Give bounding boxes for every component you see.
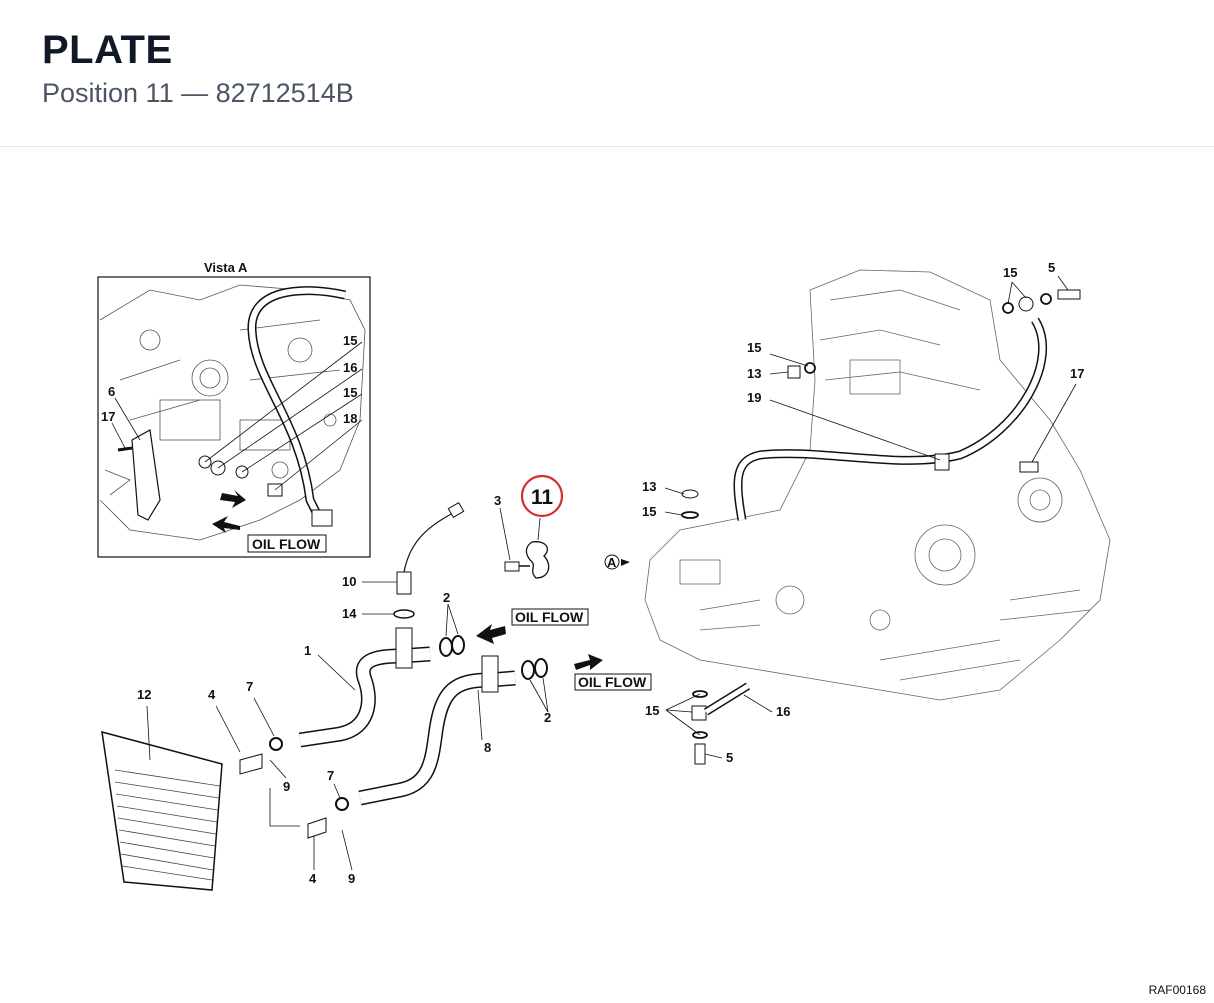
reference-code: RAF00168 (1148, 983, 1206, 997)
oil-flow-label-out: OIL FLOW (578, 674, 647, 690)
vista-callout-15b: 15 (343, 385, 357, 400)
view-marker-a: A (607, 555, 617, 570)
callout-9a: 9 (283, 779, 290, 794)
callout-9b: 9 (348, 871, 355, 886)
exploded-parts-diagram: Vista A OIL FLOW (97, 260, 1111, 891)
callout-5-low: 5 (726, 750, 733, 765)
highlight-number: 11 (531, 486, 554, 509)
vista-callout-17: 17 (101, 409, 115, 424)
callout-16: 16 (776, 704, 790, 719)
callout-14: 14 (342, 606, 357, 621)
sensor-part-10 (396, 571, 412, 595)
center-assembly: 10 14 2 1 8 2 (101, 501, 652, 891)
callout-5-top: 5 (1048, 260, 1055, 275)
callout-7b: 7 (327, 768, 334, 783)
vista-a-title: Vista A (204, 260, 248, 275)
screw-part-3 (504, 561, 520, 572)
callout-7a: 7 (246, 679, 253, 694)
highlighted-part-11: 11 3 (494, 474, 564, 579)
vista-flow-arrow-out (220, 490, 246, 508)
callout-1: 1 (304, 643, 311, 658)
vista-oil-flow-label: OIL FLOW (252, 536, 321, 552)
callout-2a: 2 (443, 590, 450, 605)
callout-15-top: 15 (1003, 265, 1017, 280)
callout-15-low: 15 (645, 703, 659, 718)
oil-flow-box-out (574, 673, 652, 691)
page-title: PLATE (42, 28, 173, 72)
plate-part (525, 541, 550, 579)
callout-19: 19 (747, 390, 761, 405)
oil-radiator-part-12 (101, 730, 223, 891)
oil-flow-label-in: OIL FLOW (515, 609, 584, 625)
flow-arrow-out (574, 654, 603, 670)
vista-callout-16: 16 (343, 360, 357, 375)
callout-10: 10 (342, 574, 356, 589)
callout-13-left: 13 (747, 366, 761, 381)
oil-flow-box-in (511, 608, 589, 626)
callout-12: 12 (137, 687, 151, 702)
callout-4a: 4 (208, 687, 216, 702)
flow-arrow-in (476, 624, 506, 644)
callout-17-right: 17 (1070, 366, 1084, 381)
callout-3: 3 (494, 493, 501, 508)
callout-15-left: 15 (747, 340, 761, 355)
vista-flow-arrow-in (212, 516, 240, 533)
vista-a-inset: Vista A OIL FLOW (97, 260, 371, 558)
hose-part-19 (733, 317, 1048, 521)
engine-assembly: A 15 5 15 13 19 17 13 15 15 16 5 (604, 260, 1111, 765)
vista-callout-18: 18 (343, 411, 357, 426)
page-header: PLATE Position 11 — 82712514B (0, 0, 1214, 147)
callout-8: 8 (484, 740, 491, 755)
callout-2b: 2 (544, 710, 551, 725)
vista-callout-15a: 15 (343, 333, 357, 348)
highlight-ring (520, 474, 564, 518)
callout-13-mid: 13 (642, 479, 656, 494)
engine-sketch (644, 269, 1111, 701)
callout-15-mid: 15 (642, 504, 656, 519)
vista-callout-6: 6 (108, 384, 115, 399)
callout-4b: 4 (309, 871, 317, 886)
vista-bracket (131, 429, 161, 521)
page-subtitle: Position 11 — 82712514B (42, 78, 354, 108)
vista-oil-flow-box (247, 534, 327, 553)
